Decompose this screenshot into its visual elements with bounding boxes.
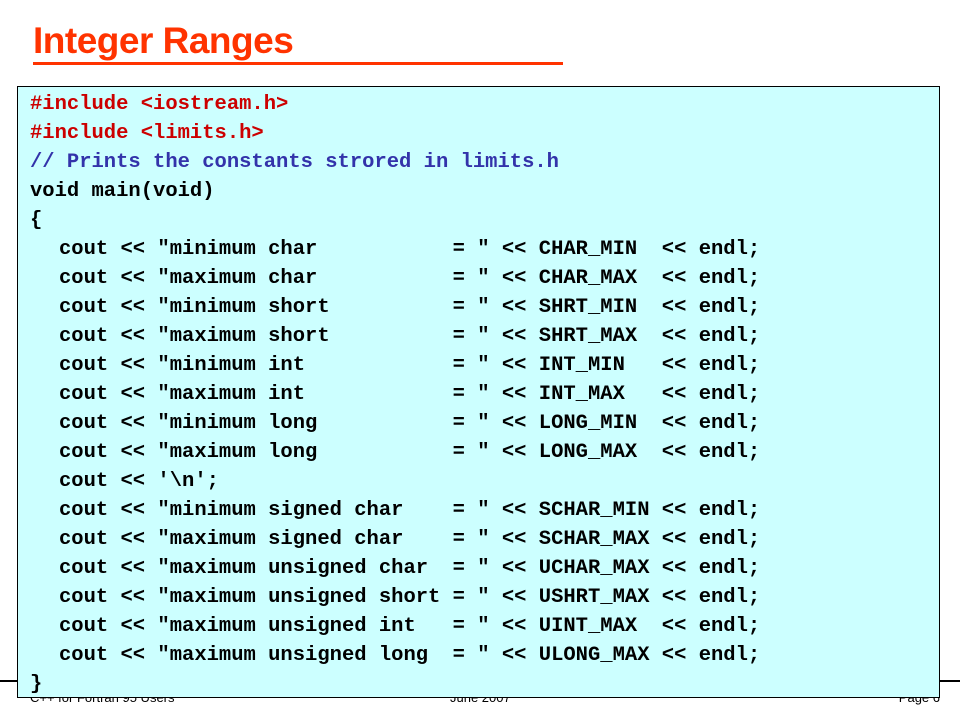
code-line-int-max: cout << "maximum int = " << INT_MAX << e…	[59, 383, 761, 406]
code-line-open-brace: {	[30, 209, 43, 232]
code-listing: #include <iostream.h> #include <limits.h…	[17, 86, 940, 698]
code-line-uchar-max: cout << "maximum unsigned char = " << UC…	[59, 557, 761, 580]
code-line-char-max: cout << "maximum char = " << CHAR_MAX <<…	[59, 267, 761, 290]
code-line-close-brace: }	[30, 673, 43, 696]
code-line-include-limits: #include <limits.h>	[30, 122, 264, 145]
code-line-shrt-min: cout << "minimum short = " << SHRT_MIN <…	[59, 296, 761, 319]
code-line-shrt-max: cout << "maximum short = " << SHRT_MAX <…	[59, 325, 761, 348]
code-line-ulong-max: cout << "maximum unsigned long = " << UL…	[59, 644, 761, 667]
code-line-include-iostream: #include <iostream.h>	[30, 93, 289, 116]
code-line-main-signature: void main(void)	[30, 180, 215, 203]
title-underline	[33, 62, 563, 65]
code-line-comment: // Prints the constants strored in limit…	[30, 151, 559, 174]
code-line-schar-min: cout << "minimum signed char = " << SCHA…	[59, 499, 761, 522]
code-line-newline: cout << '\n';	[59, 470, 219, 493]
code-line-long-max: cout << "maximum long = " << LONG_MAX <<…	[59, 441, 761, 464]
slide-title: Integer Ranges	[33, 20, 294, 61]
code-line-uint-max: cout << "maximum unsigned int = " << UIN…	[59, 615, 761, 638]
code-line-char-min: cout << "minimum char = " << CHAR_MIN <<…	[59, 238, 761, 261]
code-line-schar-max: cout << "maximum signed char = " << SCHA…	[59, 528, 761, 551]
code-line-ushrt-max: cout << "maximum unsigned short = " << U…	[59, 586, 761, 609]
code-line-int-min: cout << "minimum int = " << INT_MIN << e…	[59, 354, 761, 377]
code-line-long-min: cout << "minimum long = " << LONG_MIN <<…	[59, 412, 761, 435]
